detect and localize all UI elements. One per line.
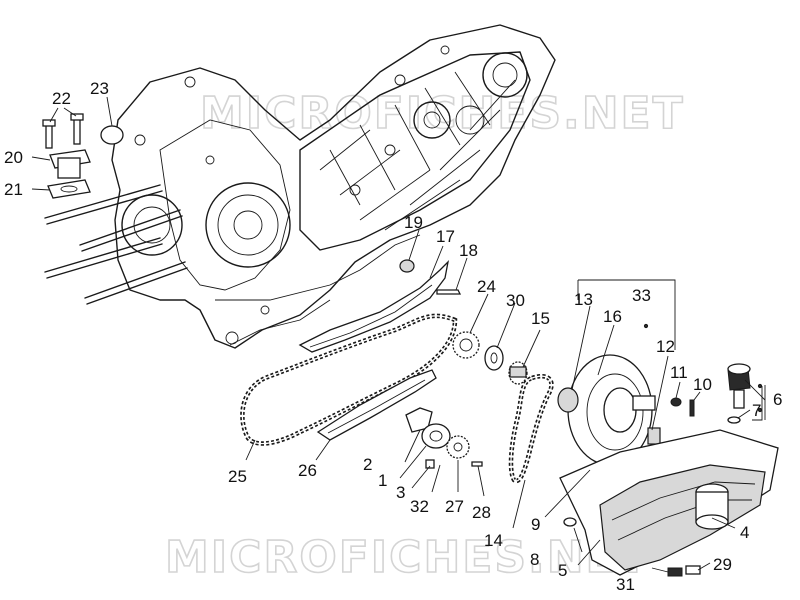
leader-lines bbox=[31, 96, 766, 573]
filter-12 bbox=[647, 427, 661, 445]
dipstick-group bbox=[727, 363, 751, 424]
callout-30: 30 bbox=[506, 291, 525, 310]
oil-sump-group bbox=[559, 429, 779, 577]
callout-25: 25 bbox=[228, 467, 247, 486]
callout-32: 32 bbox=[410, 497, 429, 516]
callout-11: 11 bbox=[670, 363, 688, 382]
watermark-bottom: MICROFICHES.NET bbox=[165, 532, 650, 583]
washer-11 bbox=[670, 397, 682, 407]
callout-33: 33 bbox=[632, 286, 651, 305]
seal-13 bbox=[557, 387, 579, 413]
chain-slider-26 bbox=[316, 369, 437, 441]
callout-16: 16 bbox=[603, 307, 622, 326]
callout-24: 24 bbox=[477, 277, 496, 296]
callout-12: 12 bbox=[656, 337, 675, 356]
bolt-29 bbox=[685, 565, 701, 575]
bolt-10 bbox=[689, 399, 695, 417]
pump-cover-group bbox=[557, 354, 695, 527]
callout-3: 3 bbox=[396, 483, 405, 502]
callout-23: 23 bbox=[90, 79, 109, 98]
gear-27 bbox=[446, 435, 470, 459]
tensioner-body bbox=[57, 157, 81, 179]
gasket-21 bbox=[47, 179, 91, 199]
callout-14: 14 bbox=[484, 531, 503, 550]
o-ring-7 bbox=[727, 416, 741, 424]
bolt-22b bbox=[73, 117, 81, 145]
callout-5: 5 bbox=[558, 561, 567, 580]
sprocket-24 bbox=[452, 331, 480, 359]
callout-15: 15 bbox=[531, 309, 550, 328]
washer-30 bbox=[484, 345, 504, 371]
pump-plate-2 bbox=[405, 407, 433, 433]
pump-body-1 bbox=[421, 423, 451, 449]
callout-28: 28 bbox=[472, 503, 491, 522]
callout-17: 17 bbox=[436, 227, 455, 246]
callout-6: 6 bbox=[773, 390, 782, 409]
callout-20: 20 bbox=[4, 148, 23, 167]
callout-18: 18 bbox=[459, 241, 478, 260]
callout-4: 4 bbox=[740, 523, 749, 542]
callout-7: 7 bbox=[752, 401, 761, 420]
callout-31: 31 bbox=[616, 575, 635, 594]
callout-26: 26 bbox=[298, 461, 317, 480]
crankcase-assembly bbox=[111, 24, 556, 349]
bolt-28 bbox=[471, 461, 483, 467]
pin-8 bbox=[563, 517, 577, 527]
callout-2: 2 bbox=[363, 455, 372, 474]
callout-10: 10 bbox=[693, 375, 712, 394]
callout-9: 9 bbox=[531, 515, 540, 534]
oil-pump-group bbox=[405, 407, 483, 469]
callout-27: 27 bbox=[445, 497, 464, 516]
callout-labels: 1 2 3 4 5 6 7 8 9 10 11 12 13 14 15 16 1… bbox=[4, 79, 782, 594]
bushing-19 bbox=[399, 259, 415, 273]
upper-chain-guide bbox=[298, 259, 462, 353]
watermark-top: MICROFICHES.NET bbox=[200, 88, 685, 139]
sprocket-group bbox=[452, 331, 528, 385]
bolt-18 bbox=[436, 289, 462, 295]
cylinder-studs bbox=[44, 184, 188, 305]
timing-chain-25 bbox=[240, 313, 458, 446]
callout-13: 13 bbox=[574, 290, 593, 309]
oil-pump-chain-14 bbox=[508, 374, 554, 484]
callout-19: 19 bbox=[404, 213, 423, 232]
callout-8: 8 bbox=[530, 550, 539, 569]
callout-29: 29 bbox=[713, 555, 732, 574]
screw-3 bbox=[425, 459, 435, 469]
cap-23 bbox=[100, 125, 124, 145]
guide-17 bbox=[298, 260, 450, 353]
callout-21: 21 bbox=[4, 180, 23, 199]
tensioner-plate-group bbox=[42, 113, 124, 199]
callout-1: 1 bbox=[378, 471, 387, 490]
callout-22: 22 bbox=[52, 89, 71, 108]
clip-31 bbox=[667, 567, 683, 577]
bolt-22a bbox=[45, 123, 53, 149]
